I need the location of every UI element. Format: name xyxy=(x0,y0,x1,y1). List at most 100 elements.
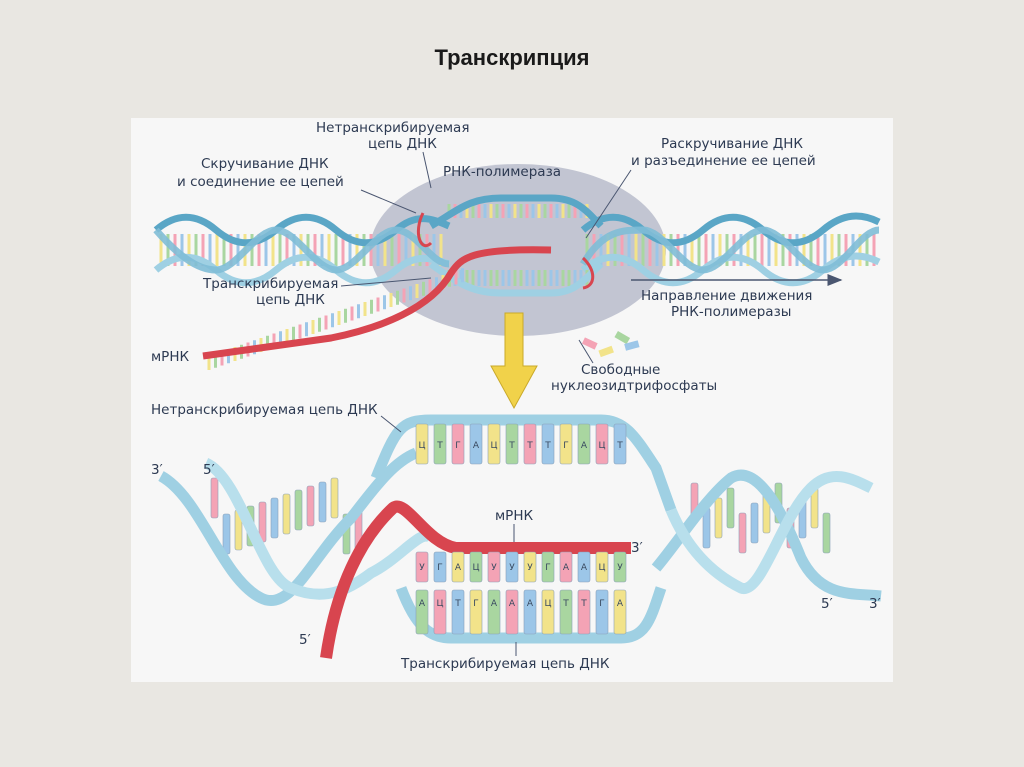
template-base xyxy=(487,589,501,635)
helix-base xyxy=(306,485,315,527)
non-template-base xyxy=(487,423,501,465)
mrna-base xyxy=(433,551,447,583)
non-template-base xyxy=(541,423,555,465)
label-free-nucleotides-1: Свободные xyxy=(581,362,660,378)
mrna-base xyxy=(415,551,429,583)
transcription-bubble-top xyxy=(428,194,604,297)
non-template-base xyxy=(469,423,483,465)
template-base xyxy=(577,589,591,635)
nucleotide-letter: Ц xyxy=(599,441,606,451)
mrna-base xyxy=(559,551,573,583)
template-base xyxy=(415,589,429,635)
label-rewinding-2: и соединение ее цепей xyxy=(177,174,344,190)
helix-base xyxy=(222,513,231,555)
mrna-base xyxy=(613,551,627,583)
nucleotide-letter: Т xyxy=(544,441,551,451)
nucleotide-letter: А xyxy=(473,441,480,451)
nucleotide-letter: У xyxy=(419,563,425,573)
nucleotide-letter: Т xyxy=(526,441,533,451)
helix-base xyxy=(330,477,339,519)
mrna-base xyxy=(595,551,609,583)
nucleotide-letter: А xyxy=(581,441,588,451)
label-mrna-top: мРНК xyxy=(151,349,189,365)
label-template-bottom: Транскрибируемая цепь ДНК xyxy=(400,656,610,672)
free-nucleotides-icon xyxy=(581,331,640,358)
label-mrna-bottom: мРНК xyxy=(495,508,533,524)
nucleotide-letter: У xyxy=(527,563,533,573)
mrna-base xyxy=(541,551,555,583)
nucleotide-letter: Т xyxy=(454,599,461,609)
template-base xyxy=(505,589,519,635)
nucleotide-letter: А xyxy=(491,599,498,609)
end-5-right: 5′ xyxy=(821,596,833,612)
transcription-diagram: Нетранскрибируемая цепь ДНК Скручивание … xyxy=(151,120,882,672)
template-base xyxy=(433,589,447,635)
nucleotide-letter: Ц xyxy=(473,563,480,573)
nucleotide-letter: А xyxy=(509,599,516,609)
label-non-template-bottom: Нетранскрибируемая цепь ДНК xyxy=(151,402,378,418)
nucleotide-letter: У xyxy=(509,563,515,573)
label-template-top-1: Транскрибируемая xyxy=(202,276,338,292)
non-template-base xyxy=(433,423,447,465)
helix-base xyxy=(318,481,327,523)
slide-title: Транскрипция xyxy=(434,45,590,70)
helix-base xyxy=(210,477,219,519)
mrna-base xyxy=(451,551,465,583)
template-base xyxy=(613,589,627,635)
nucleotide-letter: А xyxy=(563,563,570,573)
label-unwinding-1: Раскручивание ДНК xyxy=(661,136,803,152)
nucleotide-letter: Г xyxy=(599,599,605,609)
non-template-base xyxy=(613,423,627,465)
label-non-template-top-1: Нетранскрибируемая xyxy=(316,120,469,136)
dna-helix-right xyxy=(579,212,881,287)
helix-base xyxy=(822,512,831,554)
nucleotide-letter: Г xyxy=(545,563,551,573)
nucleotide-letter: Т xyxy=(580,599,587,609)
nucleotide-letter: Ц xyxy=(599,563,606,573)
nucleotide-letter: У xyxy=(491,563,497,573)
mrna-base xyxy=(523,551,537,583)
template-base xyxy=(541,589,555,635)
nucleotide-letter: А xyxy=(581,563,588,573)
mrna-base xyxy=(505,551,519,583)
nucleotide-letter: А xyxy=(419,599,426,609)
nucleotide-letter: А xyxy=(617,599,624,609)
mrna-base xyxy=(577,551,591,583)
label-rna-polymerase: РНК-полимераза xyxy=(443,164,561,180)
nucleotide-letter: Т xyxy=(616,441,623,451)
helix-base xyxy=(294,489,303,531)
nucleotide-letter: А xyxy=(527,599,534,609)
label-template-top-2: цепь ДНК xyxy=(256,292,325,308)
end-5-mrna: 5′ xyxy=(299,632,311,648)
dna-helix-bottom xyxy=(158,414,882,644)
nucleotide-letter: У xyxy=(617,563,623,573)
nucleotide-letter: Г xyxy=(563,441,569,451)
transition-arrow xyxy=(490,312,538,410)
nucleotide-letter: Ц xyxy=(419,441,426,451)
transcription-figure: Нетранскрибируемая цепь ДНК Скручивание … xyxy=(131,118,893,682)
nucleotide-letter: Ц xyxy=(491,441,498,451)
helix-base xyxy=(750,502,759,544)
end-3-right: 3′ xyxy=(869,596,881,612)
template-base xyxy=(469,589,483,635)
helix-base xyxy=(738,512,747,554)
non-template-base xyxy=(577,423,591,465)
nucleotide-letter: Ц xyxy=(437,599,444,609)
rewind-rotation-arrow xyxy=(417,212,433,247)
helix-base xyxy=(270,497,279,539)
mrna-base xyxy=(487,551,501,583)
unwind-rotation-arrow xyxy=(581,256,595,290)
label-direction-1: Направление движения xyxy=(641,288,812,304)
label-rewinding-1: Скручивание ДНК xyxy=(201,156,329,172)
nucleotide-letter: А xyxy=(455,563,462,573)
template-base xyxy=(559,589,573,635)
nucleotide-letter: Г xyxy=(455,441,461,451)
nucleotide-letter: Т xyxy=(436,441,443,451)
template-base xyxy=(451,589,465,635)
label-unwinding-2: и разъединение ее цепей xyxy=(631,153,816,169)
end-3-left: 3′ xyxy=(151,462,163,478)
non-template-base xyxy=(559,423,573,465)
label-direction-2: РНК-полимеразы xyxy=(671,304,791,320)
nucleotide-letter: Т xyxy=(508,441,515,451)
non-template-base xyxy=(505,423,519,465)
